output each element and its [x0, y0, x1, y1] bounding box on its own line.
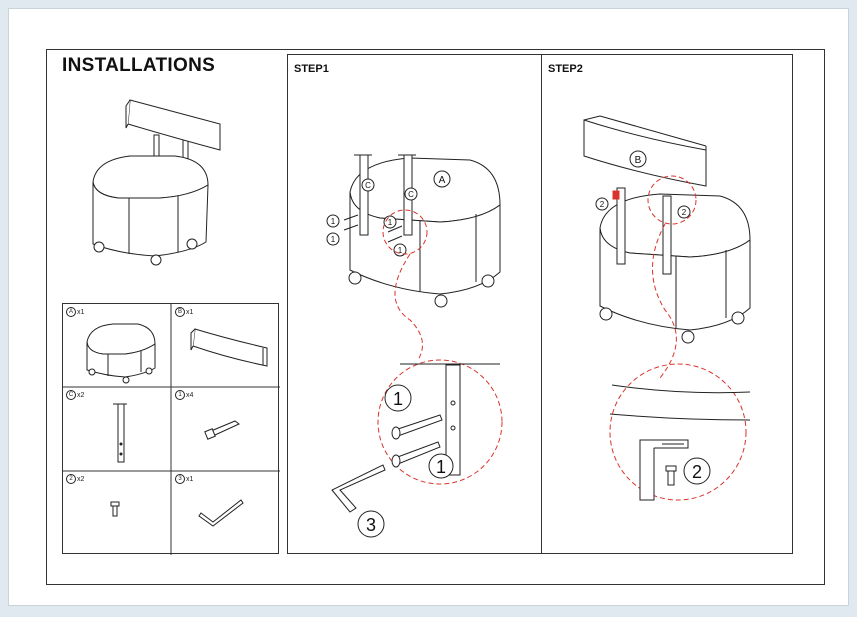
step1-callout-c1: C — [365, 181, 371, 190]
step1-callout-a: A — [439, 175, 446, 186]
step1-callout-bolt-4: 1 — [398, 246, 403, 255]
parts-grid-lines — [63, 304, 280, 555]
step2-callout-screw-2: 2 — [682, 208, 687, 217]
step1-zoom-key: 3 — [366, 515, 376, 535]
step2-label: STEP2 — [548, 63, 583, 75]
outer-frame — [46, 49, 825, 585]
step1-zoom-bolt-1: 1 — [393, 389, 403, 409]
step1-label: STEP1 — [294, 63, 329, 75]
step1-callout-c2: C — [408, 190, 414, 199]
step2-panel: STEP2 — [541, 54, 793, 554]
step1-callout-bolt-3: 1 — [388, 218, 393, 227]
step1-zoom-bolt-2: 1 — [436, 457, 446, 477]
step2-zoom-screw: 2 — [692, 462, 702, 482]
step2-callout-b: B — [635, 155, 642, 166]
page-title: INSTALLATIONS — [62, 55, 216, 76]
step1-callout-bolt-2: 1 — [331, 235, 336, 244]
step1-callout-bolt-1: 1 — [331, 217, 336, 226]
part-drawings — [86, 323, 268, 527]
step2-callout-screw-1: 2 — [600, 200, 605, 209]
